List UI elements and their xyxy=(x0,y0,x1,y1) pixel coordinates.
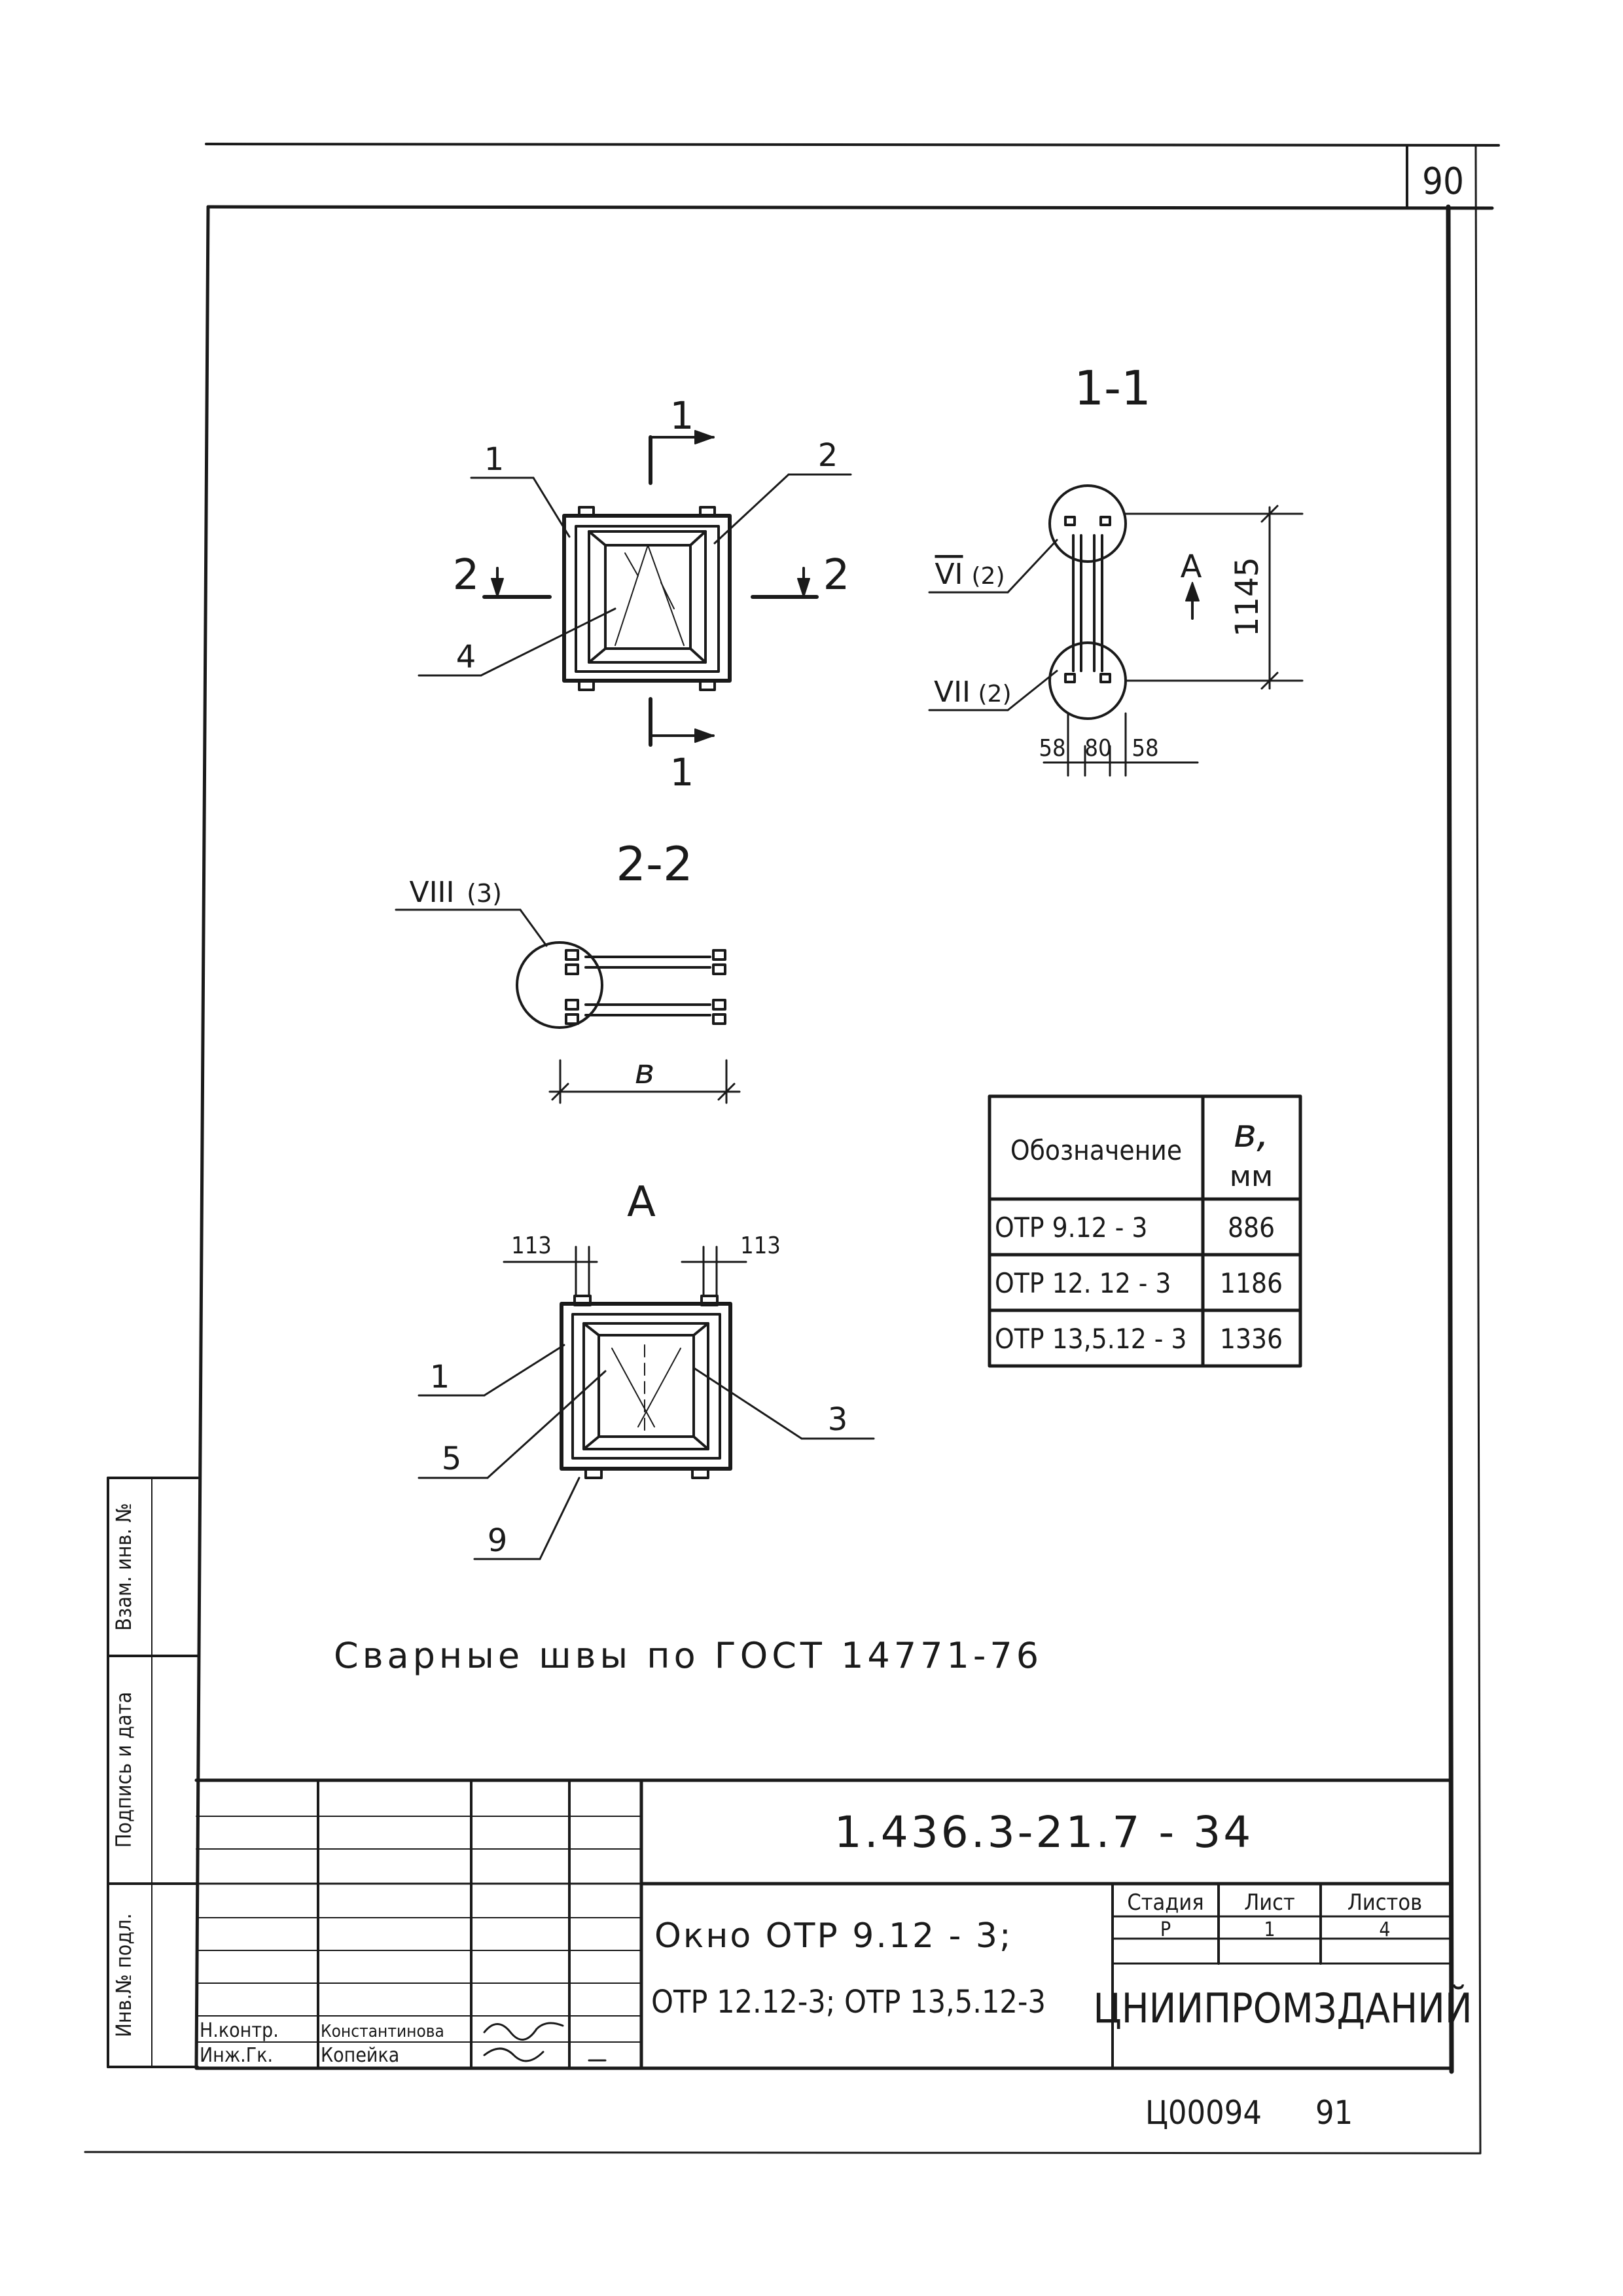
organization-name: ЦНИИПРОМЗДАНИЙ xyxy=(1093,1984,1472,2032)
drawing-title-line1: Окно ОТР 9.12 - 3; xyxy=(654,1916,1012,1956)
dim-left-58: 58 xyxy=(1039,735,1065,762)
view-a-arrow-label: А xyxy=(1181,548,1202,585)
table-header-unit: мм xyxy=(1230,1160,1273,1193)
signer-1-role: Н.контр. xyxy=(200,2019,279,2042)
node-viii-label: VIII xyxy=(409,876,454,909)
page-number: 91 xyxy=(1315,2094,1353,2132)
signer-2-name: Копейка xyxy=(321,2044,399,2067)
view-a-title: А xyxy=(627,1178,656,1227)
callout-5-label: 5 xyxy=(442,1441,462,1477)
sheet-header: Лист xyxy=(1244,1890,1295,1916)
node-vii-sheet: (2) xyxy=(978,681,1012,708)
table-row-1-b: 886 xyxy=(1228,1211,1275,1244)
section-2-2-title: 2-2 xyxy=(616,836,693,891)
drawing-code: 1.436.3-21.7 - 34 xyxy=(834,1807,1253,1857)
signer-2-role: Инж.Гк. xyxy=(200,2044,273,2067)
stage-header: Стадия xyxy=(1127,1890,1204,1916)
sheet-number: 90 xyxy=(1422,160,1464,203)
window-plan-view: 1 1 2 2 1 2 4 xyxy=(418,393,852,795)
node-viii-sheet: (3) xyxy=(467,879,502,908)
stamp-replaced-inventory: Взам. инв. № xyxy=(111,1503,136,1630)
table-row-1-designation: ОТР 9.12 - 3 xyxy=(995,1211,1147,1244)
archive-number: Ц00094 xyxy=(1145,2094,1262,2132)
section-1-1: 1-1 xyxy=(928,361,1304,777)
table-header-b: в, xyxy=(1234,1111,1269,1157)
cut-2-right-label: 2 xyxy=(823,551,850,600)
callout-1-view-a: 1 xyxy=(430,1359,450,1395)
signer-1-name: Константинова xyxy=(321,2022,444,2041)
table-header-designation: Обозначение xyxy=(1010,1134,1182,1166)
title-block: 1.436.3-21.7 - 34 Окно ОТР 9.12 - 3; ОТР… xyxy=(194,1778,1472,2070)
side-stamp: Инв.№ подл. Подпись и дата Взам. инв. № xyxy=(107,1477,199,2068)
sheets-value: 4 xyxy=(1379,1918,1390,1941)
cut-2-left-label: 2 xyxy=(453,551,480,600)
callout-9-label: 9 xyxy=(488,1522,508,1559)
cut-1-top-label: 1 xyxy=(670,393,694,438)
welding-note: Сварные швы по ГОСТ 14771-76 xyxy=(334,1635,1043,1676)
table-row-2-designation: ОТР 12. 12 - 3 xyxy=(995,1267,1171,1299)
section-1-1-title: 1-1 xyxy=(1074,361,1151,416)
cut-1-bottom-label: 1 xyxy=(670,750,694,795)
sheet-frame xyxy=(84,143,1500,2155)
width-dimension: в xyxy=(635,1052,655,1092)
dim-right-58: 58 xyxy=(1132,735,1158,762)
stamp-signature-date: Подпись и дата xyxy=(111,1692,136,1848)
drawing-title-line2: ОТР 12.12-3; ОТР 13,5.12-3 xyxy=(651,1984,1046,2020)
table-row-2-b: 1186 xyxy=(1220,1267,1283,1299)
table-row-3-designation: ОТР 13,5.12 - 3 xyxy=(995,1323,1186,1355)
node-vi-label: VI xyxy=(935,558,963,591)
node-vii-label: VII xyxy=(934,675,971,709)
stage-value: Р xyxy=(1160,1918,1171,1941)
callout-4-label: 4 xyxy=(456,639,476,675)
sheets-header: Листов xyxy=(1347,1890,1422,1916)
callout-1-label: 1 xyxy=(484,441,505,478)
dim-left-113: 113 xyxy=(511,1232,552,1259)
node-vi-sheet: (2) xyxy=(972,563,1005,590)
callout-3-label: 3 xyxy=(828,1401,848,1438)
height-dimension: 1145 xyxy=(1229,557,1266,637)
stamp-inventory-original: Инв.№ подл. xyxy=(111,1913,136,2037)
dim-right-113: 113 xyxy=(740,1232,781,1259)
dim-middle-80: 80 xyxy=(1084,735,1111,762)
sheet-value: 1 xyxy=(1264,1918,1275,1941)
designation-table: Обозначение в, мм ОТР 9.12 - 3 886 ОТР 1… xyxy=(988,1094,1302,1368)
table-row-3-b: 1336 xyxy=(1220,1323,1283,1355)
callout-2-label: 2 xyxy=(818,437,838,474)
section-2-2: 2-2 VIII (3) в xyxy=(395,836,741,1104)
view-a: А xyxy=(418,1178,875,1560)
